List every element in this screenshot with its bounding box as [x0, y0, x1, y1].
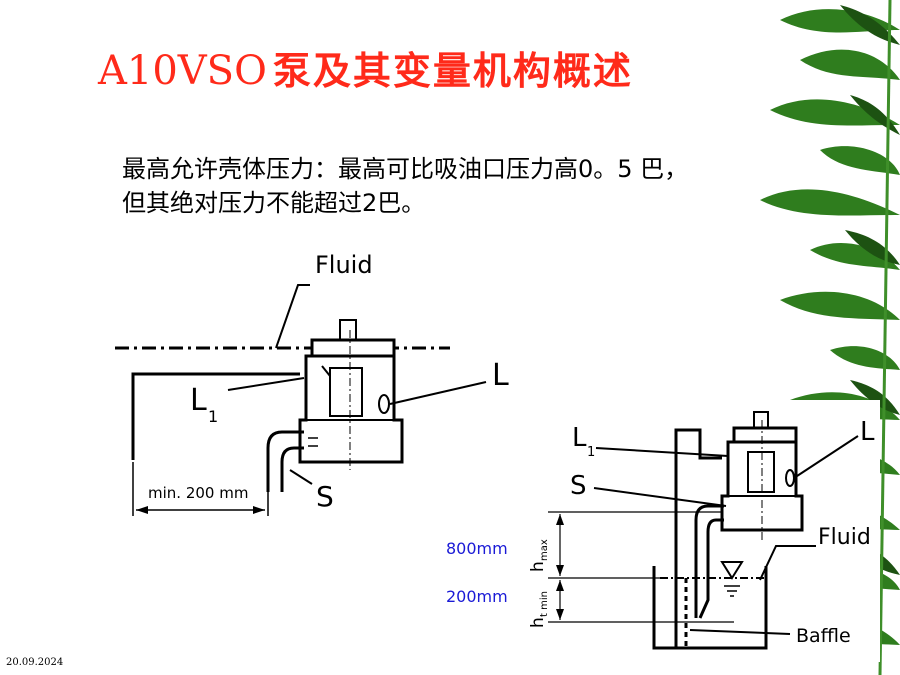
footer-date: 20.09.2024 — [6, 657, 64, 668]
left-l-label: L — [492, 358, 509, 393]
right-fluid-label: Fluid — [818, 525, 871, 550]
body-text: 最高允许壳体压力：最高可比吸油口压力高0。5 巴， 但其绝对压力不能超过2巴。 — [122, 152, 688, 220]
left-fluid-label: Fluid — [315, 251, 373, 279]
left-diagram — [115, 284, 487, 516]
dim-800-label: 800mm — [446, 539, 508, 558]
right-diagram-panel — [436, 400, 880, 662]
right-diagram — [548, 411, 859, 650]
right-s-label: S — [570, 471, 587, 501]
htmin-label: h — [528, 617, 548, 628]
right-l1-label: L — [572, 423, 587, 453]
body-line-2: 但其绝对压力不能超过2巴。 — [122, 189, 426, 217]
hmax-label: h — [528, 561, 548, 572]
right-diagram-labels: L 1 L S Fluid Baffle 800mm 200mm h max h… — [446, 417, 875, 647]
htmin-subscript: t min — [539, 591, 550, 617]
title-model: A10VSO — [98, 48, 267, 94]
body-line-1: 最高允许壳体压力：最高可比吸油口压力高0。5 巴， — [122, 155, 689, 183]
left-diagram-labels: Fluid L L 1 S min. 200 mm — [148, 251, 509, 513]
right-l-label: L — [860, 417, 875, 447]
left-min-distance-label: min. 200 mm — [148, 484, 248, 502]
title-text: 泵及其变量机构概述 — [272, 49, 633, 93]
left-l1-subscript: 1 — [208, 407, 218, 426]
hmax-subscript: max — [539, 539, 550, 561]
right-baffle-label: Baffle — [796, 625, 851, 647]
left-l1-label: L — [190, 383, 207, 418]
dim-200-label: 200mm — [446, 587, 508, 606]
right-l1-subscript: 1 — [587, 445, 595, 460]
left-s-label: S — [316, 480, 334, 513]
